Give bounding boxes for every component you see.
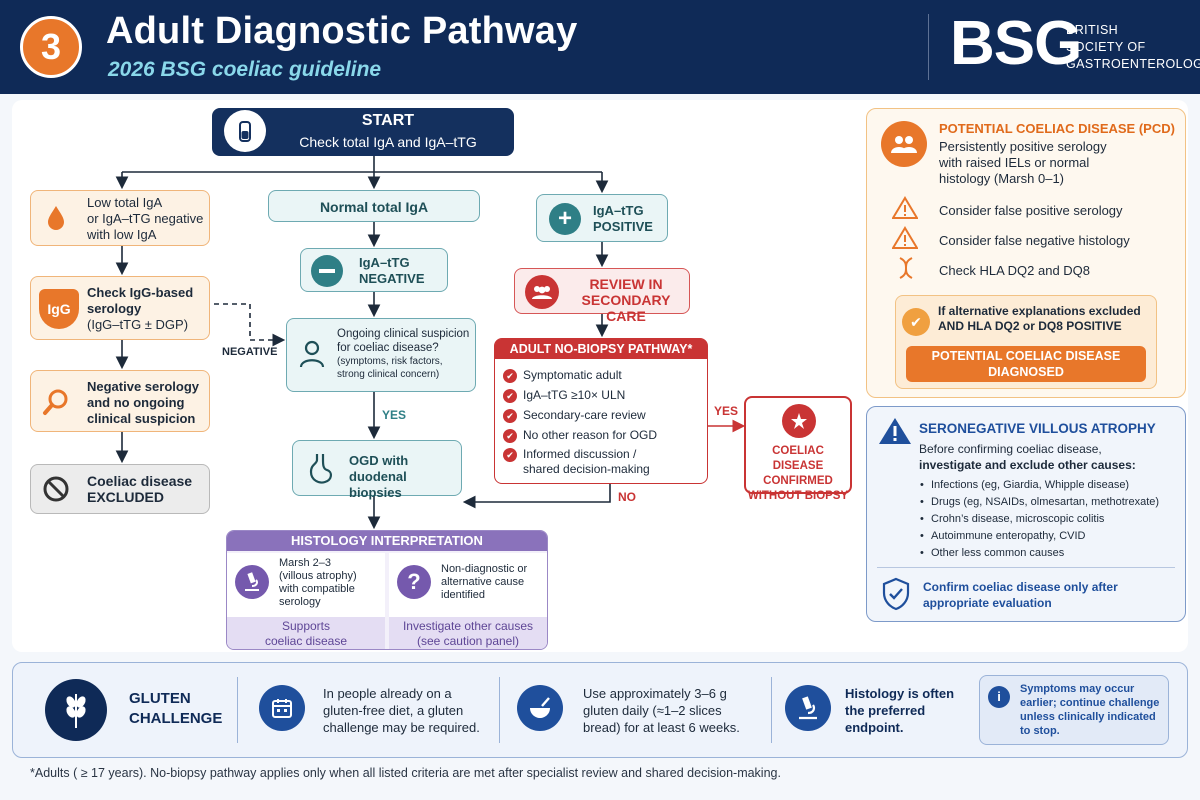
pcd-title: POTENTIAL COELIAC DISEASE (PCD) <box>939 121 1175 136</box>
info-icon: i <box>988 686 1010 708</box>
person-icon <box>297 337 327 371</box>
test-tube-icon <box>224 110 266 152</box>
page-title: Adult Diagnostic Pathway <box>106 10 578 52</box>
calendar-icon <box>259 685 305 731</box>
seronegative-villous-atrophy-panel: SERONEGATIVE VILLOUS ATROPHY Before conf… <box>866 406 1186 622</box>
criterion-item: ✔Symptomatic adult <box>503 365 703 385</box>
plus-icon: + <box>549 203 581 235</box>
award-icon <box>782 404 816 438</box>
no-biopsy-title: ADULT NO-BIOPSY PATHWAY* <box>495 339 707 359</box>
magnifier-icon <box>39 385 73 419</box>
gluten-divider <box>237 677 238 743</box>
cause-item: Drugs (eg, NSAIDs, olmesartan, methotrex… <box>919 494 1181 511</box>
negative-label: NEGATIVE <box>222 346 278 358</box>
clinical-suspicion-box: Ongoing clinical suspicion for coeliac d… <box>286 318 476 392</box>
microscope-icon <box>235 565 269 599</box>
svp-divider <box>877 567 1175 568</box>
mortar-icon <box>517 685 563 731</box>
wheat-icon <box>45 679 107 741</box>
criterion-item: ✔No other reason for OGD <box>503 425 703 445</box>
cause-item: Crohn’s disease, microscopic colitis <box>919 511 1181 528</box>
cause-item: Other less common causes <box>919 545 1181 562</box>
cause-item: Infections (eg, Giardia, Whipple disease… <box>919 477 1181 494</box>
warning-icon <box>891 225 919 251</box>
gluten-challenge-panel: GLUTEN CHALLENGE In people already on a … <box>12 662 1188 758</box>
igg-serology-box: IgG Check IgG-based serology (IgG–tTG ± … <box>30 276 210 340</box>
histology-title: HISTOLOGY INTERPRETATION <box>227 531 547 551</box>
histology-supports: Marsh 2–3 (villous atrophy) with compati… <box>227 553 385 617</box>
check-icon: ✔ <box>503 448 517 462</box>
criteria-list: ✔Symptomatic adult ✔IgA–tTG ≥10× ULN ✔Se… <box>503 365 703 477</box>
cause-item: Autoimmune enteropathy, CVID <box>919 528 1181 545</box>
low-iga-box: Low total IgA or IgA–tTG negative with l… <box>30 190 210 246</box>
pcd-diagnosed: POTENTIAL COELIAC DISEASE DIAGNOSED <box>906 346 1146 382</box>
iga-positive-box: + IgA–tTG POSITIVE <box>536 194 668 242</box>
igg-shield-icon: IgG <box>39 289 79 329</box>
criterion-item: ✔IgA–tTG ≥10× ULN <box>503 385 703 405</box>
drop-icon <box>41 203 71 233</box>
iga-negative-box: IgA–tTG NEGATIVE <box>300 248 448 292</box>
causes-list: Infections (eg, Giardia, Whipple disease… <box>919 477 1181 562</box>
check-icon: ✔ <box>503 409 517 423</box>
header-bar: 3 Adult Diagnostic Pathway 2026 BSG coel… <box>0 0 1200 94</box>
ogd-box: OGD with duodenal biopsies <box>292 440 462 500</box>
check-icon: ✔ <box>503 429 517 443</box>
microscope-icon <box>785 685 831 731</box>
question-icon: ? <box>397 565 431 599</box>
organisation-name: BRITISH SOCIETY OF GASTROENTEROLOGY <box>1066 23 1200 71</box>
histology-panel: HISTOLOGY INTERPRETATION Marsh 2–3 (vill… <box>226 530 548 650</box>
potential-coeliac-panel: POTENTIAL COELIAC DISEASE (PCD) Persiste… <box>866 108 1186 398</box>
bsg-logo: BSG <box>950 9 1082 78</box>
check-icon: ✔ <box>503 389 517 403</box>
group-icon <box>881 121 927 167</box>
check-circle-icon: ✔ <box>902 308 930 336</box>
symptoms-note-box: i Symptoms may occur earlier; continue c… <box>979 675 1169 745</box>
footnote: *Adults ( ≥ 17 years). No-biopsy pathway… <box>30 766 781 780</box>
supports-footer: Supports coeliac disease <box>227 617 385 649</box>
gluten-divider <box>771 677 772 743</box>
no-biopsy-pathway-box: ADULT NO-BIOPSY PATHWAY* ✔Symptomatic ad… <box>494 338 708 484</box>
pcd-criteria-box: ✔ If alternative explanations excluded A… <box>895 295 1157 389</box>
svp-title: SERONEGATIVE VILLOUS ATROPHY <box>919 421 1156 436</box>
excluded-box: Coeliac disease EXCLUDED <box>30 464 210 514</box>
alert-triangle-icon <box>877 415 913 447</box>
dna-icon <box>895 255 917 281</box>
check-icon: ✔ <box>503 369 517 383</box>
gluten-divider <box>499 677 500 743</box>
header-divider <box>928 14 929 80</box>
criterion-item: ✔Informed discussion /shared decision-ma… <box>503 447 703 477</box>
histology-non-diagnostic: ? Non-diagnostic or alternative cause id… <box>389 553 547 617</box>
investigate-footer: Investigate other causes (see caution pa… <box>389 617 547 649</box>
yes-label-mid: YES <box>382 408 407 422</box>
team-icon <box>525 275 559 309</box>
normal-iga-box: Normal total IgA <box>268 190 480 222</box>
yes-label-right: YES <box>714 404 739 418</box>
start-subtitle: Check total IgA and IgA–tTG <box>299 134 477 150</box>
secondary-care-box: REVIEW IN SECONDARY CARE <box>514 268 690 324</box>
page-subtitle: 2026 BSG coeliac guideline <box>108 58 382 81</box>
step-number-badge: 3 <box>20 16 82 78</box>
criterion-item: ✔Secondary-care review <box>503 405 703 425</box>
prohibited-icon <box>41 474 71 504</box>
start-title: START <box>361 112 415 129</box>
stomach-icon <box>303 451 337 487</box>
confirmed-without-biopsy-box: COELIAC DISEASE CONFIRMED WITHOUT BIOPSY <box>744 396 852 502</box>
no-label: NO <box>618 490 636 504</box>
minus-icon <box>311 255 343 287</box>
start-box: START Check total IgA and IgA–tTG <box>212 108 514 156</box>
warning-icon <box>891 195 919 221</box>
negative-serology-box: Negative serology and no ongoing clinica… <box>30 370 210 432</box>
shield-check-icon <box>879 575 913 613</box>
